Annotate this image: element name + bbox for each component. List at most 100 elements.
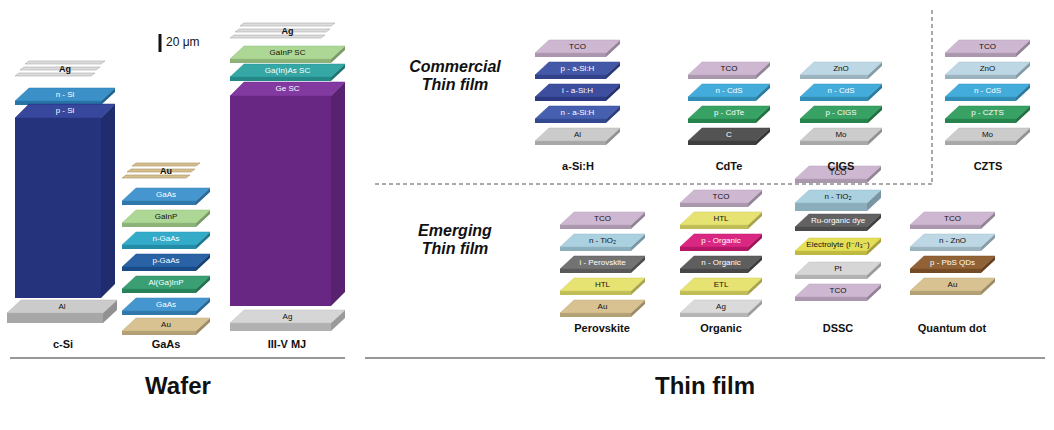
material-layer: Al xyxy=(535,128,620,145)
grid-finger xyxy=(230,35,325,38)
layer-top xyxy=(800,84,882,97)
layer-label: TCO xyxy=(560,212,645,225)
layer-label: n - Si xyxy=(15,88,115,101)
layer-front xyxy=(795,275,867,279)
layer-front xyxy=(688,97,756,101)
layer-top xyxy=(535,84,620,97)
label-text: Organic xyxy=(700,322,742,334)
layer-top xyxy=(122,232,210,245)
layer-label: n - a-Si:H xyxy=(535,106,620,119)
layer-top xyxy=(680,256,762,269)
material-layer: n - CdS xyxy=(945,84,1030,101)
layer-front xyxy=(230,77,331,81)
layer-label: Ag xyxy=(15,58,115,80)
layer-top xyxy=(680,278,762,291)
layer-front xyxy=(800,75,868,79)
layer-top xyxy=(680,234,762,247)
material-layer: TCO xyxy=(945,40,1030,57)
layer-label: Ag xyxy=(680,300,762,313)
layer-label: p - Organic xyxy=(680,234,762,247)
material-layer: n - Organic xyxy=(680,256,762,273)
stack-name: CIGS xyxy=(781,160,901,173)
material-layer: p - Si xyxy=(15,104,115,298)
layer-front xyxy=(945,119,1016,123)
material-layer: HTL xyxy=(680,212,762,229)
layer-top xyxy=(945,84,1030,97)
material-layer: n - ZnO xyxy=(910,234,995,251)
material-layer: GaInP SC xyxy=(230,46,345,63)
layer-label: ZnO xyxy=(800,62,882,75)
layer-label: n - Organic xyxy=(680,256,762,269)
layer-top xyxy=(795,214,881,227)
layer-front xyxy=(535,141,606,145)
layer-label: TCO xyxy=(910,212,995,225)
layer-top xyxy=(560,212,645,225)
material-layer: n-GaAs xyxy=(122,232,210,249)
material-layer: Ag xyxy=(230,310,345,331)
layer-front xyxy=(560,313,631,317)
layer-top xyxy=(688,84,770,97)
layer-front xyxy=(122,289,196,293)
layer-label: Au xyxy=(560,300,645,313)
stack-name: DSSC xyxy=(778,322,898,335)
layer-top xyxy=(795,284,881,297)
layer-top xyxy=(535,106,620,119)
layer-label: Mo xyxy=(945,128,1030,141)
material-layer: TCO xyxy=(560,212,645,229)
material-layer: Mo xyxy=(945,128,1030,145)
layer-front xyxy=(680,203,748,207)
label-text: CZTS xyxy=(974,160,1003,172)
layer-front xyxy=(680,269,748,273)
layer-top xyxy=(795,262,881,275)
layer-front xyxy=(122,223,196,227)
scale-label: 20 μm xyxy=(166,36,226,50)
layer-front xyxy=(680,247,748,251)
material-layer: n - Si xyxy=(15,88,115,105)
label-text: Emerging Thin film xyxy=(418,222,492,257)
layer-label: TCO xyxy=(795,284,881,297)
material-layer: i - a-Si:H xyxy=(535,84,620,101)
layer-front xyxy=(122,201,196,205)
contact-grid: Ag xyxy=(230,20,345,42)
layer-front xyxy=(910,247,981,251)
layer-top xyxy=(122,188,210,201)
layer-label: p-GaAs xyxy=(122,254,210,267)
layer-front xyxy=(15,118,101,298)
group-rule xyxy=(365,357,1045,358)
label-text: DSSC xyxy=(823,322,854,334)
layer-front xyxy=(560,225,631,229)
material-layer: GaInP xyxy=(122,210,210,227)
layer-shape xyxy=(15,104,115,298)
layer-label: p - CZTS xyxy=(945,106,1030,119)
layer-label: n - TiO₂ xyxy=(560,234,645,247)
layer-top xyxy=(688,106,770,119)
layer-label: n - CdS xyxy=(945,84,1030,97)
layer-top xyxy=(795,190,881,203)
grid-finger xyxy=(240,23,335,26)
layer-label: TCO xyxy=(945,40,1030,53)
layer-top xyxy=(535,40,620,53)
material-layer: Au xyxy=(560,300,645,317)
layer-label: Ge SC xyxy=(230,82,345,96)
material-layer: ETL xyxy=(680,278,762,295)
material-layer: Ge SC xyxy=(230,82,345,306)
layer-label: Electrolyte (I⁻/I₃⁻) xyxy=(795,238,881,251)
layer-label: p - CIGS xyxy=(800,106,882,119)
layer-top xyxy=(230,82,345,96)
layer-front xyxy=(795,179,867,183)
layer-front xyxy=(7,313,103,323)
material-layer: ZnO xyxy=(800,62,882,79)
layer-top xyxy=(15,88,115,101)
layer-top xyxy=(230,46,345,59)
layer-label: Al xyxy=(7,300,117,313)
layer-label: Mo xyxy=(800,128,882,141)
layer-label: Pt xyxy=(795,262,881,275)
label-text: CIGS xyxy=(828,160,855,172)
category-title: Commercial Thin film xyxy=(400,58,510,95)
layer-label: p - a-Si:H xyxy=(535,62,620,75)
stack-name: Quantum dot xyxy=(892,322,1012,335)
layer-label: Ag xyxy=(230,20,345,42)
material-layer: Ru-organic dye xyxy=(795,214,881,231)
layer-label: Ga(In)As SC xyxy=(230,64,345,77)
label-text: Perovskite xyxy=(574,322,630,334)
